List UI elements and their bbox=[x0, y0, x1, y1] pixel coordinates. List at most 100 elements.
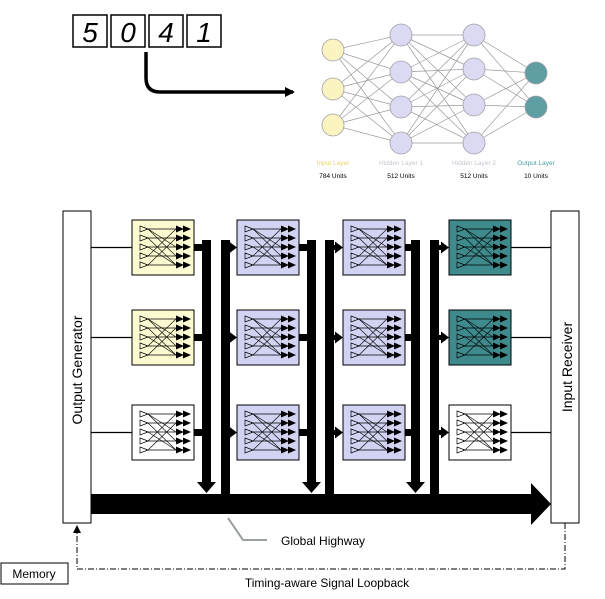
tile-trace-arrowhead bbox=[288, 410, 296, 418]
crossbar-tile bbox=[236, 404, 300, 461]
tile-output-link bbox=[299, 334, 316, 341]
network-edge bbox=[400, 71, 475, 144]
tile-input-marker bbox=[456, 261, 466, 269]
tile-input-marker bbox=[456, 419, 466, 427]
hidden-1-node bbox=[389, 60, 413, 84]
network-edge bbox=[473, 72, 537, 144]
tile-cross-trace bbox=[147, 237, 177, 266]
tile-input-arrowhead bbox=[441, 241, 449, 254]
tile-trace-arrowhead bbox=[394, 437, 402, 445]
layer-units-hidden-2: 512 Units bbox=[460, 173, 488, 180]
tile-trace-arrowhead bbox=[493, 410, 501, 418]
tile-trace-arrowhead bbox=[288, 437, 296, 445]
tile-trace-arrowhead bbox=[394, 333, 402, 341]
network-edge bbox=[400, 34, 475, 70]
tile-input-marker bbox=[350, 324, 360, 332]
hidden-1-node bbox=[389, 95, 413, 119]
tile-trace-arrowhead bbox=[176, 243, 184, 251]
digit-0: 0 bbox=[120, 17, 136, 48]
tile-trace-arrowhead bbox=[394, 324, 402, 332]
tile-trace-arrowhead bbox=[288, 315, 296, 323]
input-receiver-box bbox=[550, 210, 580, 524]
tile-input-marker bbox=[139, 333, 149, 341]
tile-input-arrowhead bbox=[441, 426, 449, 439]
tile-input-marker bbox=[244, 342, 254, 350]
output-node bbox=[524, 95, 548, 119]
tile-cross-trace bbox=[147, 228, 177, 248]
digit-box-0: 0 bbox=[110, 14, 146, 48]
tile-trace-arrowhead bbox=[183, 243, 191, 251]
tile-output-link bbox=[405, 334, 420, 341]
tile-trace-arrowhead bbox=[500, 437, 508, 445]
tile-trace-arrowhead bbox=[176, 342, 184, 350]
network-edge bbox=[400, 68, 475, 144]
network-edge bbox=[400, 34, 475, 144]
tile-trace-arrowhead bbox=[183, 234, 191, 242]
tile-cross-trace bbox=[464, 237, 494, 266]
tile-trace-arrowhead bbox=[500, 410, 508, 418]
tile-trace-arrowhead bbox=[281, 315, 289, 323]
tile-trace-arrowhead bbox=[387, 351, 395, 359]
digit-strip: 5 0 4 1 bbox=[72, 14, 222, 48]
tile-cross-trace bbox=[358, 327, 388, 356]
hidden-2-node bbox=[462, 57, 486, 81]
tile-input-marker bbox=[139, 446, 149, 454]
global-highway-label: Global Highway bbox=[281, 534, 365, 548]
tile-input-marker bbox=[350, 225, 360, 233]
hidden-1-node bbox=[389, 23, 413, 47]
tile-input-marker bbox=[139, 324, 149, 332]
tile-trace-arrowhead bbox=[500, 428, 508, 436]
tile-input-marker bbox=[350, 234, 360, 242]
output-node bbox=[524, 61, 548, 85]
tile-trace-arrowhead bbox=[500, 446, 508, 454]
network-edge bbox=[332, 88, 402, 108]
tile-input-marker bbox=[139, 261, 149, 269]
tile-trace-arrowhead bbox=[183, 437, 191, 445]
tile-trace-arrowhead bbox=[288, 428, 296, 436]
tile-trace-arrowhead bbox=[288, 333, 296, 341]
crossbar-tile bbox=[448, 309, 512, 366]
tile-input-marker bbox=[139, 437, 149, 445]
loopback-label: Timing-aware Signal Loopback bbox=[245, 576, 410, 590]
tile-trace-arrowhead bbox=[500, 243, 508, 251]
tile-input-marker bbox=[350, 342, 360, 350]
tile-trace-arrowhead bbox=[281, 324, 289, 332]
tile-trace-arrowhead bbox=[288, 446, 296, 454]
layer-name-hidden-2: Hidden Layer 2 bbox=[452, 160, 496, 167]
tile-output-link bbox=[194, 244, 211, 251]
tile-trace-arrowhead bbox=[493, 261, 501, 269]
output-generator-box bbox=[62, 210, 92, 524]
tile-trace-arrowhead bbox=[281, 333, 289, 341]
tile-cross-trace bbox=[358, 318, 388, 347]
network-edge bbox=[332, 106, 402, 126]
layer-units-hidden-1: 512 Units bbox=[387, 173, 415, 180]
tile-trace-arrowhead bbox=[183, 351, 191, 359]
tile-cross-trace bbox=[252, 246, 282, 266]
tile-trace-arrowhead bbox=[387, 446, 395, 454]
tile-cross-trace bbox=[147, 318, 177, 347]
tile-cross-trace bbox=[358, 336, 388, 356]
tile-trace-arrowhead bbox=[387, 410, 395, 418]
tile-trace-arrowhead bbox=[176, 410, 184, 418]
tile-trace-arrowhead bbox=[281, 234, 289, 242]
network-edge bbox=[400, 68, 475, 73]
tile-input-marker bbox=[139, 428, 149, 436]
hardware-fabric bbox=[91, 219, 551, 495]
vertical-bus bbox=[411, 240, 420, 484]
tile-input-marker bbox=[350, 252, 360, 260]
tile-trace-arrowhead bbox=[183, 410, 191, 418]
tile-input-marker bbox=[456, 324, 466, 332]
tile-trace-arrowhead bbox=[500, 419, 508, 427]
tile-input-marker bbox=[350, 428, 360, 436]
tile-trace-arrowhead bbox=[387, 333, 395, 341]
tile-cross-trace bbox=[464, 318, 494, 347]
tile-trace-arrowhead bbox=[387, 234, 395, 242]
tile-trace-arrowhead bbox=[394, 252, 402, 260]
tile-output-link bbox=[405, 429, 420, 436]
tile-trace-arrowhead bbox=[394, 428, 402, 436]
tile-input-marker bbox=[139, 234, 149, 242]
tile-cross-trace bbox=[147, 422, 177, 451]
digit-1: 1 bbox=[196, 17, 212, 48]
tile-trace-arrowhead bbox=[387, 225, 395, 233]
tile-input-arrowhead bbox=[335, 241, 343, 254]
